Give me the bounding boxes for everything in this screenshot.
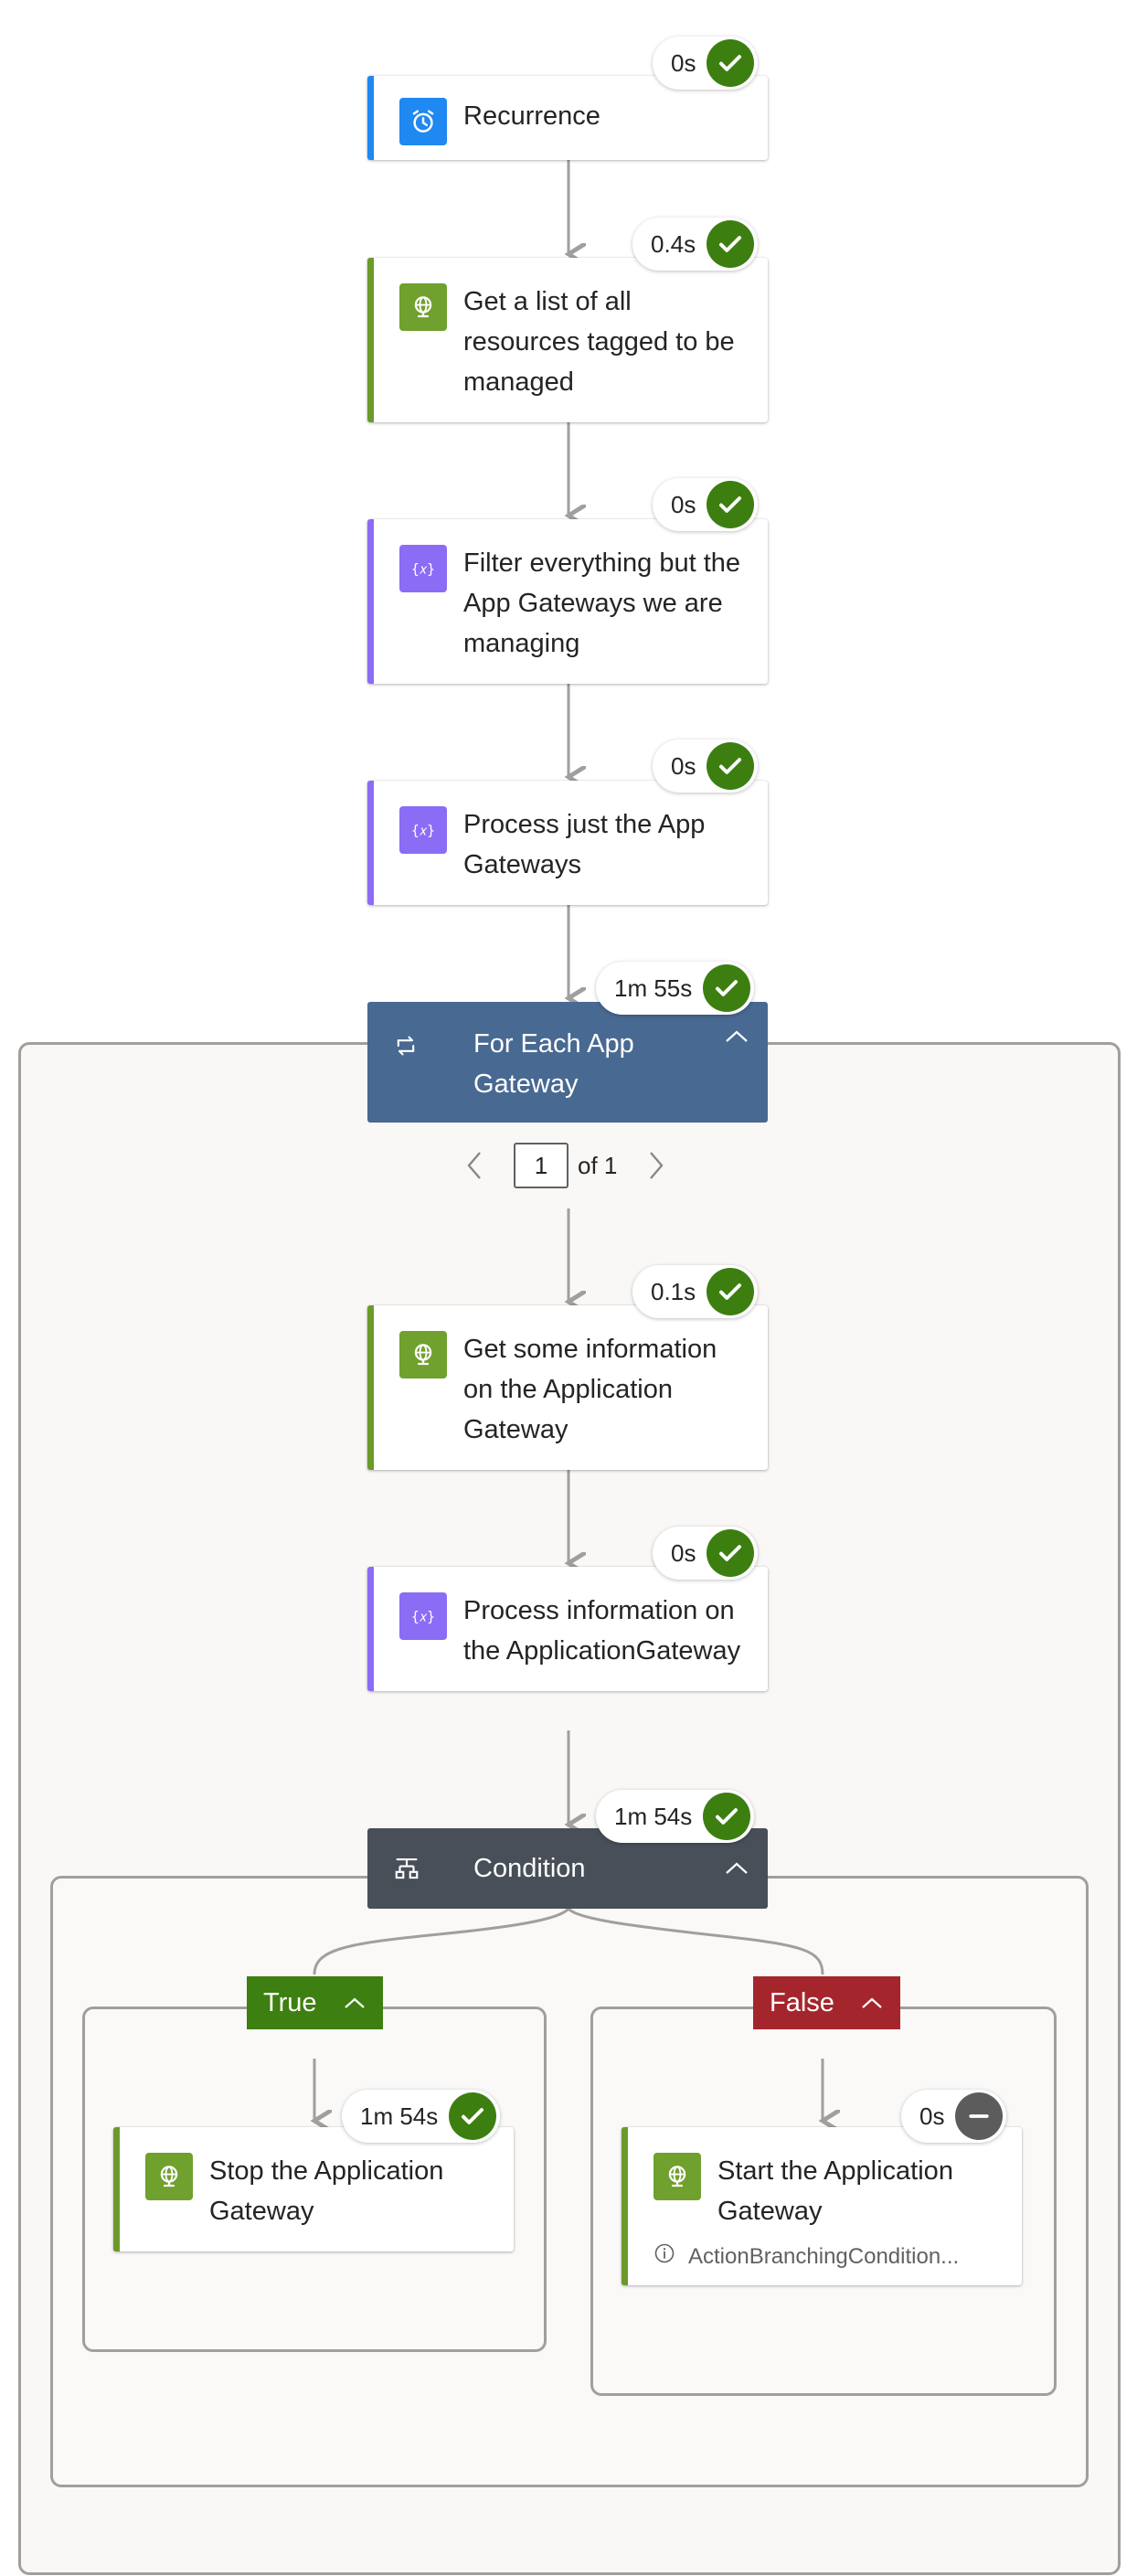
- iteration-pager: 1 of 1: [459, 1143, 672, 1188]
- run-duration-badge: 0s: [653, 740, 759, 793]
- page-count-label: of 1: [578, 1151, 618, 1179]
- variable-icon: {𝑥}: [399, 806, 447, 854]
- process-gateway-info-card[interactable]: {𝑥} Process information on the Applicati…: [367, 1567, 768, 1691]
- globe-icon: [654, 2153, 701, 2200]
- true-branch-label[interactable]: True: [247, 1976, 383, 2029]
- variable-icon: {𝑥}: [399, 545, 447, 592]
- run-duration-badge: 0.1s: [632, 1265, 759, 1318]
- filter-gateways-card[interactable]: {𝑥} Filter everything but the App Gatewa…: [367, 519, 768, 684]
- checkmark-icon: [703, 964, 751, 1012]
- checkmark-icon: [707, 1268, 755, 1315]
- recurrence-card[interactable]: Recurrence: [367, 76, 768, 160]
- duration-text: 0s: [671, 48, 696, 77]
- action-title: Get some information on the Application …: [463, 1335, 717, 1444]
- globe-icon: [399, 283, 447, 331]
- get-gateway-info-card[interactable]: Get some information on the Application …: [367, 1305, 768, 1470]
- list-resources-card[interactable]: Get a list of all resources tagged to be…: [367, 258, 768, 422]
- checkmark-icon: [707, 220, 755, 268]
- page-number-input[interactable]: 1: [514, 1143, 568, 1188]
- chevron-left-icon[interactable]: [459, 1147, 490, 1184]
- chevron-up-icon[interactable]: [724, 1859, 749, 1878]
- foreach-header[interactable]: For Each App Gateway: [367, 1002, 768, 1123]
- branch-label-text: True: [263, 1987, 317, 2017]
- action-title: Get a list of all resources tagged to be…: [463, 287, 735, 397]
- svg-text:{𝑥}: {𝑥}: [411, 823, 435, 839]
- variable-icon: {𝑥}: [399, 1592, 447, 1640]
- false-branch-label[interactable]: False: [753, 1976, 900, 2029]
- run-duration-badge: 0s: [901, 2090, 1007, 2143]
- run-duration-badge: 1m 54s: [342, 2090, 501, 2143]
- duration-text: 0s: [919, 2102, 945, 2130]
- run-duration-badge: 1m 55s: [596, 962, 755, 1015]
- skipped-icon: [955, 2092, 1004, 2140]
- run-duration-badge: 0.4s: [632, 218, 759, 271]
- condition-title: Condition: [473, 1853, 586, 1883]
- duration-text: 0s: [671, 490, 696, 518]
- info-icon: [654, 2242, 675, 2271]
- duration-text: 0.4s: [651, 229, 696, 258]
- action-title: Start the Application Gateway: [717, 2156, 953, 2226]
- globe-icon: [399, 1331, 447, 1378]
- duration-text: 0s: [671, 1538, 696, 1567]
- duration-text: 1m 55s: [614, 974, 693, 1002]
- action-title: Recurrence: [463, 101, 600, 131]
- duration-text: 1m 54s: [614, 1802, 693, 1830]
- checkmark-icon: [707, 481, 755, 528]
- duration-text: 1m 54s: [360, 2102, 439, 2130]
- chevron-up-icon[interactable]: [724, 1027, 749, 1050]
- action-title: Process information on the ApplicationGa…: [463, 1596, 741, 1666]
- alarm-clock-icon: [399, 98, 447, 145]
- action-title: Stop the Application Gateway: [209, 2156, 444, 2226]
- chevron-right-icon[interactable]: [641, 1147, 672, 1184]
- process-gateways-card[interactable]: {𝑥} Process just the App Gateways: [367, 781, 768, 905]
- duration-text: 0s: [671, 751, 696, 780]
- condition-icon: [393, 1856, 426, 1881]
- svg-text:{𝑥}: {𝑥}: [411, 561, 435, 578]
- loop-icon: [393, 1035, 426, 1061]
- action-title: Process just the App Gateways: [463, 810, 706, 879]
- globe-icon: [145, 2153, 193, 2200]
- checkmark-icon: [707, 742, 755, 790]
- run-duration-badge: 0s: [653, 37, 759, 90]
- foreach-title: For Each App Gateway: [473, 1029, 634, 1099]
- duration-text: 0.1s: [651, 1277, 696, 1305]
- action-title: Filter everything but the App Gateways w…: [463, 548, 741, 658]
- stop-gateway-card[interactable]: Stop the Application Gateway: [113, 2127, 514, 2251]
- run-duration-badge: 1m 54s: [596, 1790, 755, 1843]
- chevron-up-icon: [860, 1995, 884, 2011]
- svg-text:{𝑥}: {𝑥}: [411, 1609, 435, 1625]
- skip-reason-text: ActionBranchingCondition...: [688, 2243, 960, 2269]
- checkmark-icon: [703, 1793, 751, 1840]
- checkmark-icon: [449, 2092, 497, 2140]
- branch-label-text: False: [770, 1987, 834, 2017]
- run-duration-badge: 0s: [653, 478, 759, 531]
- skip-reason: ActionBranchingCondition...: [654, 2242, 992, 2271]
- checkmark-icon: [707, 39, 755, 87]
- start-gateway-card[interactable]: Start the Application Gateway ActionBran…: [622, 2127, 1022, 2285]
- checkmark-icon: [707, 1529, 755, 1577]
- run-duration-badge: 0s: [653, 1527, 759, 1580]
- chevron-up-icon: [343, 1995, 367, 2011]
